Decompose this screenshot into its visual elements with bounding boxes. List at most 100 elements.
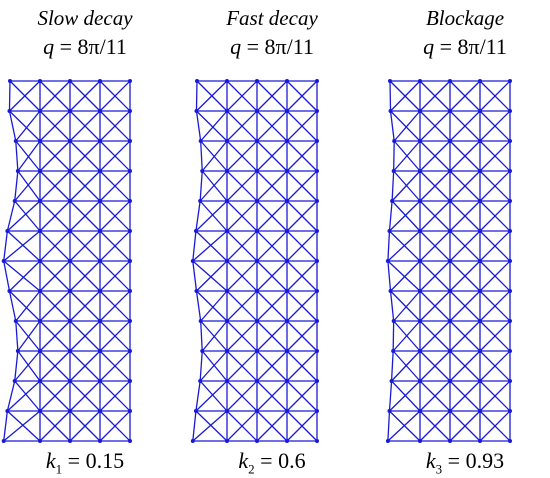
lattice-node (38, 439, 42, 443)
lattice-bond (419, 170, 451, 202)
lattice-bond (99, 350, 131, 382)
lattice-node (285, 139, 289, 143)
lattice-node (68, 379, 72, 383)
lattice-bond (14, 380, 41, 412)
lattice-node (128, 379, 132, 383)
lattice-node (7, 289, 12, 293)
lattice-bond (449, 410, 481, 442)
lattice-node (448, 199, 452, 203)
lattice-bond (479, 140, 511, 172)
lattice-node (448, 379, 452, 383)
q-variable: q (423, 34, 435, 59)
lattice-bond (256, 320, 288, 352)
lattice-bond (479, 380, 511, 412)
lattice-bond (226, 140, 258, 172)
lattice-bond (479, 260, 511, 292)
lattice-bond (195, 110, 202, 142)
q-label: q = 8π/11 (0, 34, 170, 60)
lattice-node (387, 229, 392, 233)
lattice-node (508, 169, 512, 173)
k-variable: k (238, 448, 249, 473)
lattice-node (255, 109, 259, 113)
lattice-node (255, 289, 259, 293)
lattice-bond (6, 380, 16, 412)
lattice-bond (286, 200, 318, 232)
lattice-node (12, 199, 17, 203)
lattice-node (68, 199, 72, 203)
lattice-bond (8, 110, 17, 142)
lattice-node (508, 379, 512, 383)
lattice-bond (14, 170, 41, 202)
lattice-node (15, 169, 20, 173)
lattice-bond (39, 380, 71, 412)
lattice-node (478, 109, 482, 113)
lattice-node (388, 289, 393, 293)
lattice-bond (15, 320, 19, 352)
lattice-bond (479, 230, 511, 262)
lattice-node (478, 199, 482, 203)
lattice-bond (391, 380, 421, 412)
lattice-bond (196, 260, 228, 292)
lattice-bond (226, 230, 258, 262)
lattice-node (225, 229, 229, 233)
lattice-node (285, 199, 289, 203)
lattice-bond (393, 290, 421, 322)
lattice-node (418, 199, 422, 203)
lattice-bond (391, 200, 421, 232)
lattice-bond (387, 260, 421, 292)
lattice-node (478, 139, 482, 143)
lattice-bond (39, 110, 71, 142)
lattice-bond (6, 410, 41, 442)
lattice-bond (192, 260, 228, 292)
lattice-node (418, 169, 422, 173)
lattice-bond (69, 170, 101, 202)
lattice-node (285, 289, 289, 293)
lattice-node (38, 319, 42, 323)
lattice-node (478, 319, 482, 323)
lattice-bond (391, 170, 395, 202)
lattice-node (315, 289, 319, 293)
lattice-bond (479, 320, 511, 352)
lattice-node (448, 79, 452, 83)
lattice-node (388, 109, 393, 113)
lattice-node (478, 349, 482, 353)
lattice-node (128, 79, 132, 83)
panel-title: Blockage (425, 6, 505, 30)
lattice-node (198, 379, 203, 383)
lattice-bond (3, 410, 41, 442)
lattice-bond (256, 170, 288, 202)
lattice-node (225, 409, 229, 413)
lattice-node (68, 439, 72, 443)
lattice-node (285, 409, 289, 413)
lattice-node (225, 439, 229, 443)
k-subscript: 2 (248, 461, 255, 477)
lattice-bond (196, 290, 228, 322)
lattice-node (5, 409, 10, 413)
lattice-node (315, 109, 319, 113)
lattice-bond (39, 80, 71, 112)
lattice-node (255, 229, 259, 233)
lattice-node (68, 289, 72, 293)
lattice-bond (14, 350, 19, 382)
lattice-bond (195, 200, 228, 232)
lattice-node (418, 79, 422, 83)
lattice-node (225, 259, 229, 263)
k-label: k1 = 0.15 (0, 448, 170, 477)
lattice-node (194, 109, 199, 113)
lattice-bond (449, 230, 481, 262)
lattice-bond (449, 200, 481, 232)
lattice-node (225, 289, 229, 293)
lattice-bond (192, 260, 198, 292)
lattice-node (68, 109, 72, 113)
lattice-bond (388, 200, 393, 232)
lattice-node (315, 379, 319, 383)
lattice-bond (99, 200, 131, 232)
lattice-bond (393, 140, 421, 172)
lattice-node (315, 319, 319, 323)
lattice-bond (6, 380, 41, 412)
lattice-node (98, 229, 102, 233)
lattice-bond (9, 260, 41, 292)
lattice-node (225, 349, 229, 353)
lattice-node (98, 379, 102, 383)
lattice-node (448, 409, 452, 413)
